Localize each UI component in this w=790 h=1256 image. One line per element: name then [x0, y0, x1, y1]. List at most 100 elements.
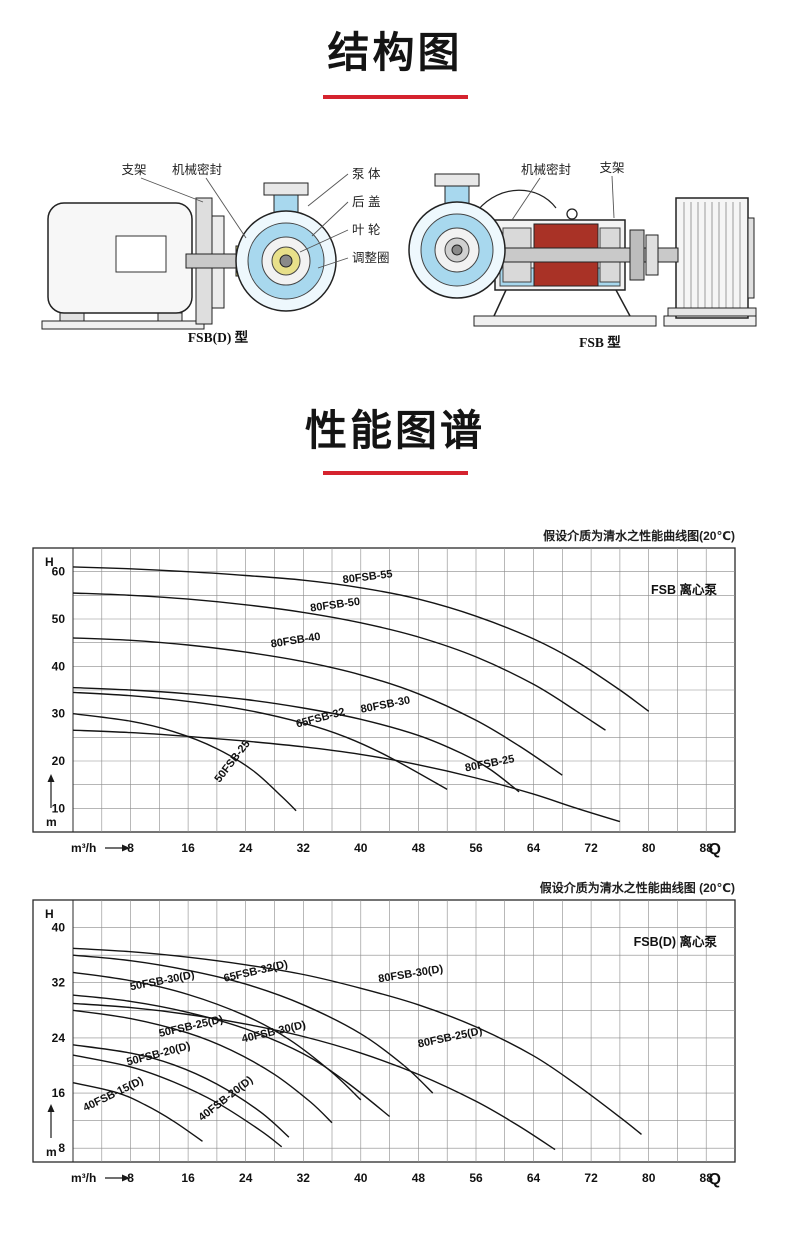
chart-title: 假设介质为清水之性能曲线图(20℃)	[543, 528, 735, 543]
x-tick-label: 8	[127, 841, 134, 855]
discharge-flange-right	[434, 173, 480, 187]
leader-mech-seal-right	[511, 177, 541, 221]
leader-pump-body	[307, 173, 349, 207]
x-end-symbol: Q	[709, 841, 721, 858]
curve-80fsb-25	[72, 729, 621, 823]
y-axis-arrowhead	[47, 1104, 55, 1112]
bracket-leg-right	[615, 289, 631, 317]
y-unit-label: m	[46, 815, 57, 829]
x-tick-label: 16	[181, 1171, 195, 1185]
x-tick-label: 40	[354, 841, 368, 855]
label-back-cover: 后 盖	[352, 195, 380, 209]
shaft-hub	[279, 254, 293, 268]
label-mech-seal-left: 机械密封	[172, 162, 222, 177]
support-arch	[477, 189, 557, 211]
y-tick-label: 50	[52, 612, 66, 626]
y-tick-label: 60	[52, 565, 66, 579]
y-tick-label: 30	[52, 707, 66, 721]
x-end-symbol: Q	[709, 1171, 721, 1188]
y-tick-label: 32	[52, 976, 66, 990]
x-tick-label: 24	[239, 841, 253, 855]
leader-mech-seal-left	[205, 177, 247, 239]
y-axis-symbol: H	[45, 555, 54, 569]
y-axis-symbol: H	[45, 907, 54, 921]
curve-50fsb-20-d-	[72, 1044, 290, 1138]
x-axis-arrowhead	[122, 844, 130, 852]
y-tick-label: 16	[52, 1086, 66, 1100]
curve-80fsb-50	[72, 592, 606, 731]
x-tick-label: 88	[700, 841, 714, 855]
structure-title-underline	[323, 95, 468, 99]
curve-80fsb-30-d-	[72, 947, 642, 1135]
pump-assembly-fsb	[408, 173, 757, 327]
motor-nameplate	[115, 235, 167, 273]
motor-foot-right-assembly	[667, 307, 757, 317]
bearing-base-plate	[473, 315, 657, 327]
leader-back-cover	[311, 201, 349, 237]
caption-fsb-type: FSB 型	[579, 334, 621, 350]
x-unit-label: m³/h	[71, 841, 96, 855]
x-tick-label: 24	[239, 1171, 253, 1185]
curve-40fsb-15-d-	[72, 1082, 203, 1142]
x-tick-label: 32	[297, 1171, 311, 1185]
x-tick-label: 56	[469, 841, 483, 855]
curve-40fsb-20-d-	[72, 1054, 283, 1148]
x-unit-label: m³/h	[71, 1171, 96, 1185]
section-title-structure: 结构图	[327, 29, 463, 76]
chart-corner-label: FSB 离心泵	[651, 582, 717, 597]
curve-80fsb-55	[72, 566, 650, 712]
x-tick-label: 56	[469, 1171, 483, 1185]
y-tick-label: 10	[52, 801, 66, 815]
y-unit-label: m	[46, 1145, 57, 1159]
y-tick-label: 8	[58, 1141, 65, 1155]
label-adjust-ring: 调整圈	[352, 250, 390, 265]
curve-80fsb-40	[72, 637, 563, 776]
caption-fsbd-type: FSB(D) 型	[188, 329, 249, 345]
label-impeller: 叶 轮	[352, 223, 380, 237]
motor-foot-right	[157, 312, 183, 322]
curve-65fsb-32	[72, 691, 448, 791]
label-mech-seal-right: 机械密封	[521, 162, 571, 177]
diagram-labels: 支架 机械密封 泵 体 后 盖 叶 轮 调整圈 机械密封 支架	[121, 161, 625, 269]
motor-end-cap	[747, 217, 755, 299]
shaft-hub-right	[451, 244, 463, 256]
chart-title: 假设介质为清水之性能曲线图 (20℃)	[540, 880, 735, 895]
curve-50fsb-25-d-	[72, 1009, 333, 1124]
curve-80fsb-25-d-	[72, 1002, 556, 1151]
pump-assembly-fsbd	[41, 182, 337, 330]
leader-impeller	[299, 229, 349, 253]
x-tick-label: 72	[584, 1171, 598, 1185]
curve-50fsb-25	[72, 713, 297, 812]
coupling-half-pump	[629, 229, 645, 281]
x-tick-label: 64	[527, 1171, 541, 1185]
structure-diagram: 支架 机械密封 泵 体 后 盖 叶 轮 调整圈 机械密封 支架 FSB(D) 型…	[41, 161, 757, 350]
chart-corner-label: FSB(D) 离心泵	[634, 934, 718, 949]
x-tick-label: 8	[127, 1171, 134, 1185]
leader-bracket-right	[611, 175, 615, 219]
x-tick-label: 72	[584, 841, 598, 855]
discharge-flange	[263, 182, 309, 196]
curve-80fsb-30	[72, 686, 520, 793]
label-pump-body: 泵 体	[352, 167, 381, 181]
leader-adjust-ring	[317, 257, 349, 269]
motor-foot-left	[59, 312, 85, 322]
chart-border	[32, 899, 736, 1163]
section-title-performance: 性能图谱	[304, 407, 485, 454]
label-bracket-right: 支架	[599, 161, 624, 175]
curve-40fsb-30-d-	[72, 994, 391, 1118]
x-tick-label: 16	[181, 841, 195, 855]
x-tick-label: 88	[700, 1171, 714, 1185]
x-tick-label: 80	[642, 1171, 656, 1185]
y-tick-label: 40	[52, 921, 66, 935]
x-tick-label: 48	[412, 1171, 426, 1185]
motor-cooling-fins	[683, 202, 741, 314]
label-bracket-left: 支架	[121, 163, 146, 177]
leader-bracket-left	[140, 177, 204, 203]
y-tick-label: 40	[52, 659, 66, 673]
x-tick-label: 32	[297, 841, 311, 855]
coupling-half-motor	[645, 234, 659, 276]
x-tick-label: 40	[354, 1171, 368, 1185]
